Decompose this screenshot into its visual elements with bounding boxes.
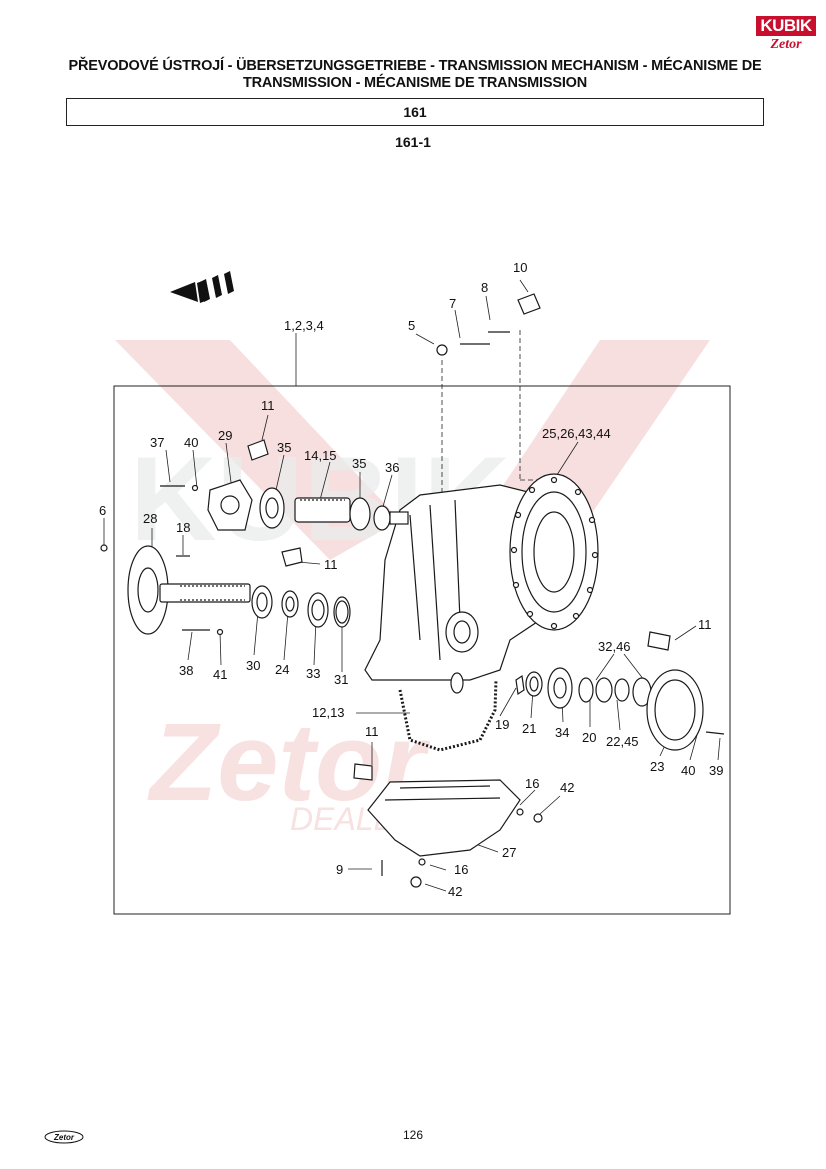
page-title: PŘEVODOVÉ ÚSTROJÍ - ÜBERSETZUNGSGETRIEBE…: [60, 58, 770, 92]
callout-16-a: 16: [525, 776, 539, 791]
callout-28: 28: [143, 511, 157, 526]
callout-41: 41: [213, 667, 227, 682]
callout-42-b: 42: [448, 884, 462, 899]
callout-40-a: 40: [184, 435, 198, 450]
callout-18: 18: [176, 520, 190, 535]
callout-25-26-43-44: 25,26,43,44: [542, 426, 611, 441]
leader-lines: [103, 279, 721, 892]
callout-35-b: 35: [352, 456, 366, 471]
direction-arrow-icon: [170, 271, 234, 303]
callout-27: 27: [502, 845, 516, 860]
callout-39: 39: [709, 763, 723, 778]
section-number-box: 161: [66, 98, 764, 126]
callout-30: 30: [246, 658, 260, 673]
callout-22-45: 22,45: [606, 734, 639, 749]
callout-40-b: 40: [681, 763, 695, 778]
figure-number: 161-1: [395, 134, 431, 150]
callout-11-d: 11: [365, 724, 379, 739]
section-number: 161: [403, 104, 427, 120]
callout-32-46: 32,46: [598, 639, 631, 654]
parts-drawing: [100, 293, 725, 888]
title-line-1: PŘEVODOVÉ ÚSTROJÍ - ÜBERSETZUNGSGETRIEBE…: [68, 58, 762, 74]
callout-37: 37: [150, 435, 164, 450]
page-number: 126: [402, 1128, 424, 1142]
callout-21: 21: [522, 721, 536, 736]
callout-12-13: 12,13: [312, 705, 345, 720]
callout-8: 8: [481, 280, 488, 295]
callout-38: 38: [179, 663, 193, 678]
callout-35-a: 35: [277, 440, 291, 455]
logo-sub: Zetor: [770, 37, 802, 52]
callout-labels: 1,2,3,4 5 6 7 8 9 10 11 11 11 11 12,13 1…: [99, 260, 723, 899]
callout-33: 33: [306, 666, 320, 681]
callout-31: 31: [334, 672, 348, 687]
callout-34: 34: [555, 725, 569, 740]
callout-11-c: 11: [698, 617, 712, 632]
callout-42-a: 42: [560, 780, 574, 795]
callout-9: 9: [336, 862, 343, 877]
callout-16-b: 16: [454, 862, 468, 877]
zetor-footer-logo: Zetor: [44, 1130, 84, 1144]
callout-20: 20: [582, 730, 596, 745]
callout-7: 7: [449, 296, 456, 311]
logo-text: KUBIK: [756, 16, 816, 36]
footer-logo-text: Zetor: [53, 1133, 75, 1142]
callout-19: 19: [495, 717, 509, 732]
callout-23: 23: [650, 759, 664, 774]
callout-29: 29: [218, 428, 232, 443]
callout-5: 5: [408, 318, 415, 333]
callout-14-15: 14,15: [304, 448, 337, 463]
title-line-2: TRANSMISSION - MÉCANISME DE TRANSMISSION: [242, 75, 588, 91]
assembly-frame: [113, 385, 731, 915]
callout-11-b: 11: [324, 557, 338, 572]
callout-11-a: 11: [261, 398, 275, 413]
callout-24: 24: [275, 662, 289, 677]
callout-36: 36: [385, 460, 399, 475]
kubik-logo: KUBIK Zetor: [756, 16, 816, 60]
callout-10: 10: [513, 260, 527, 275]
callout-1-2-3-4: 1,2,3,4: [284, 318, 324, 333]
callout-6: 6: [99, 503, 106, 518]
